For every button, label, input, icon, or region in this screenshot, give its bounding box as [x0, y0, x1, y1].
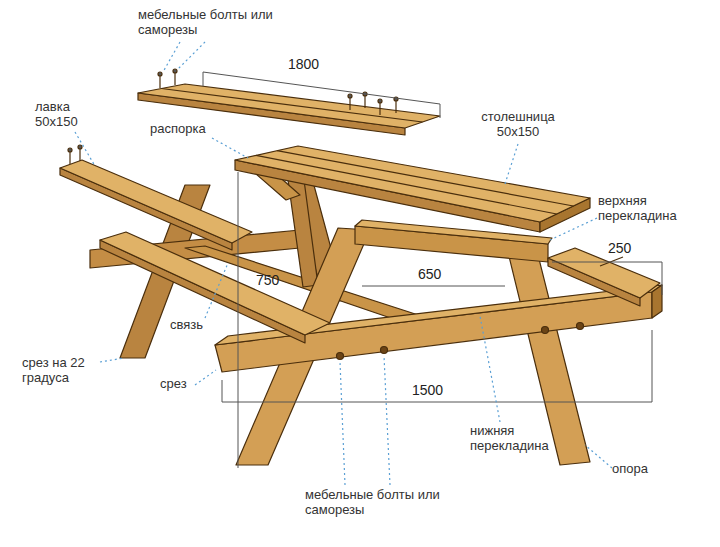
dimension-lines-part	[222, 330, 652, 402]
dimension-lines-part	[203, 72, 440, 118]
leader-lines-part	[195, 370, 216, 385]
dimension-label: 1500	[412, 382, 443, 398]
part-label: связь	[170, 318, 203, 333]
dimension-label: 250	[608, 240, 631, 256]
dimension-lines	[203, 72, 662, 468]
part-label: распорка	[150, 122, 206, 137]
dimension-lines-part	[238, 172, 239, 468]
callout-label: мебельные болты или саморезы	[138, 8, 278, 38]
exploded-bench-part	[60, 160, 252, 243]
part-label: нижняя перекладина	[470, 424, 570, 454]
lower-crossbar-part	[577, 323, 584, 330]
leader-lines-part	[212, 138, 248, 158]
leader-lines-part	[340, 362, 345, 485]
exploded-tabletop-part	[162, 89, 423, 123]
benches-part	[548, 248, 660, 298]
lower-crossbar-part	[652, 285, 662, 318]
exploded-tabletop-part	[173, 69, 177, 73]
exploded-tabletop-part	[348, 94, 352, 98]
exploded-bench-part	[60, 168, 232, 250]
exploded-bench	[60, 145, 252, 250]
exploded-bench-part	[68, 148, 72, 152]
benches	[100, 232, 660, 343]
leader-lines-part	[75, 132, 95, 166]
part-label: лавка 50х150	[35, 100, 93, 130]
dimension-label: 1800	[288, 56, 319, 72]
exploded-tabletop-part	[378, 99, 382, 103]
tabletop-part	[235, 146, 590, 222]
leader-lines-part	[205, 263, 228, 318]
benches-part	[100, 240, 305, 343]
callout-label: мебельные болты или саморезы	[305, 488, 445, 518]
lower-crossbar-part	[337, 353, 344, 360]
tabletop-part	[277, 151, 573, 206]
leader-lines-part	[505, 144, 518, 184]
benches-part	[100, 232, 330, 335]
leader-lines-part	[384, 356, 390, 485]
dimension-label: 650	[418, 266, 441, 282]
exploded-tabletop-part	[158, 72, 162, 76]
lower-crossbar-part	[381, 347, 388, 354]
leader-lines-part	[585, 445, 612, 468]
part-label: столешница 50х150	[468, 110, 568, 140]
tabletop	[235, 146, 590, 232]
leader-lines-part	[163, 42, 180, 72]
dimension-lines-part	[362, 286, 505, 287]
leader-lines	[75, 42, 612, 485]
leader-lines-part	[480, 316, 500, 422]
dimension-label: 750	[256, 272, 279, 288]
lower-crossbar-part	[542, 327, 549, 334]
dimension-lines-part	[552, 262, 662, 295]
part-label: опора	[612, 462, 648, 477]
leader-lines-part	[178, 42, 205, 69]
part-label: верхняя перекладина	[598, 194, 698, 224]
leader-lines-part	[100, 358, 124, 362]
exploded-bench-part	[78, 145, 82, 149]
part-label: срез	[160, 377, 187, 392]
part-label: срез на 22 градуса	[22, 356, 102, 386]
leader-lines-part	[550, 218, 597, 240]
